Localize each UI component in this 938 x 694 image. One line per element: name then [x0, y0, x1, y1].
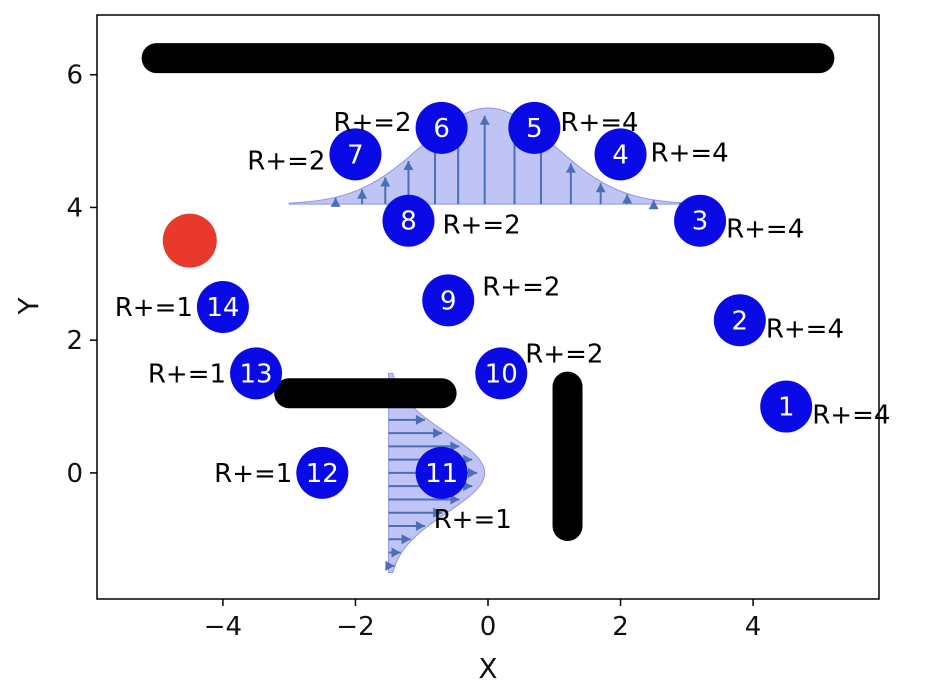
waypoint-number-4: 4 [612, 140, 629, 170]
reward-label-9: R+=2 [482, 272, 560, 302]
reward-label-5: R+=4 [560, 108, 638, 138]
waypoint-2 [713, 294, 766, 347]
y-tick-label: 0 [66, 459, 83, 489]
x-tick-label: −4 [204, 612, 242, 642]
reward-label-3: R+=4 [726, 215, 804, 245]
flow-arrowhead [357, 189, 368, 199]
flow-arrowhead [463, 481, 473, 492]
x-tick-label: 0 [480, 612, 497, 642]
waypoint-14 [196, 281, 249, 333]
reward-label-7: R+=2 [247, 146, 325, 176]
flow-arrowhead [415, 521, 425, 531]
waypoint-3 [674, 194, 727, 247]
flow-arrowhead [433, 428, 443, 439]
waypoint-9 [422, 274, 475, 327]
y-tick-label: 2 [66, 326, 83, 356]
waypoint-5 [508, 101, 561, 154]
flow-arrowhead [433, 507, 443, 518]
flow-arrowhead [479, 115, 490, 125]
reward-label-4: R+=4 [651, 138, 729, 168]
waypoint-number-14: 14 [206, 293, 239, 323]
reward-label-13: R+=1 [148, 359, 226, 389]
flow-arrowhead [463, 454, 473, 465]
waypoint-6 [415, 101, 468, 154]
waypoint-10 [475, 347, 528, 400]
x-tick-label: −2 [336, 612, 374, 642]
waypoint-7 [329, 128, 382, 181]
flow-arrowhead [380, 177, 391, 187]
waypoint-number-10: 10 [485, 359, 518, 389]
x-tick-label: 4 [745, 612, 762, 642]
reward-label-2: R+=4 [766, 314, 844, 344]
waypoint-13 [230, 347, 283, 400]
reward-label-8: R+=2 [442, 211, 520, 241]
waypoint-number-11: 11 [425, 459, 458, 489]
waypoint-number-8: 8 [400, 207, 417, 237]
waypoint-number-1: 1 [778, 393, 795, 423]
waypoint-11 [415, 446, 468, 499]
flow-arrowhead [467, 467, 477, 478]
flow-arrowhead [330, 197, 341, 207]
flow-arrowhead [565, 163, 576, 173]
waypoint-1 [760, 380, 813, 433]
flow-arrowhead [415, 414, 425, 425]
reward-label-layer: R+=4R+=4R+=4R+=4R+=4R+=2R+=2R+=2R+=2R+=2… [115, 108, 891, 535]
waypoint-number-7: 7 [347, 140, 364, 170]
waypoint-number-12: 12 [306, 459, 339, 489]
flow-arrowhead [385, 560, 395, 571]
y-tick-label: 4 [66, 193, 83, 223]
reward-label-1: R+=4 [812, 401, 890, 431]
flow-field-1 [288, 107, 708, 205]
tick-layer: −4 −2 0 2 4 0 2 4 6 [66, 61, 761, 642]
waypoint-number-5: 5 [526, 114, 543, 144]
waypoint-4 [594, 128, 647, 181]
reward-label-10: R+=2 [525, 339, 603, 369]
waypoint-number-6: 6 [433, 114, 450, 144]
waypoint-number-2: 2 [732, 306, 749, 336]
flow-arrowhead [622, 194, 633, 204]
waypoint-12 [296, 446, 349, 499]
flow-arrowhead [401, 534, 411, 545]
flow-arrowhead [648, 200, 659, 210]
reward-label-11: R+=1 [434, 505, 512, 535]
waypoint-number-13: 13 [240, 359, 273, 389]
waypoint-number-9: 9 [440, 286, 457, 316]
reward-label-6: R+=2 [333, 108, 411, 138]
y-axis-label: Y [12, 297, 45, 316]
waypoint-number-3: 3 [692, 207, 709, 237]
x-axis-label: X [478, 652, 497, 685]
x-tick-label: 2 [612, 612, 629, 642]
waypoint-8 [382, 194, 435, 247]
flow-arrowhead [403, 161, 414, 171]
flow-arrowhead [595, 183, 606, 193]
flow-arrowhead [450, 441, 460, 452]
obstacle-layer [141, 43, 835, 541]
reward-label-14: R+=1 [115, 293, 193, 323]
flow-arrowhead [450, 494, 460, 505]
agent-marker [162, 213, 217, 268]
reward-label-12: R+=1 [214, 459, 292, 489]
flow-arrowhead [391, 547, 401, 558]
y-tick-label: 6 [66, 61, 83, 91]
